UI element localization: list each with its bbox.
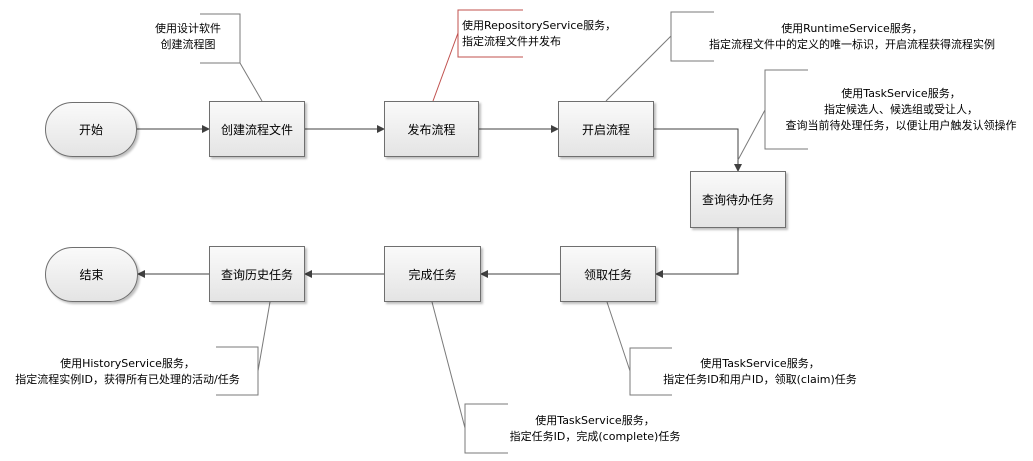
leader-runtime <box>605 35 672 102</box>
query-history-node: 查询历史任务 <box>209 246 305 302</box>
publish-node-label: 发布流程 <box>407 122 456 137</box>
bracket-task-complete <box>464 403 508 454</box>
note-task-claim: 使用TaskService服务， 指定任务ID和用户ID，领取(claim)任务 <box>640 356 880 388</box>
query-history-node-label: 查询历史任务 <box>220 267 293 282</box>
query-pending-node-label: 查询待办任务 <box>701 193 774 207</box>
leader-task-claim <box>606 301 631 372</box>
bracket-design-tool <box>200 13 241 64</box>
note-line: 指定流程文件并发布 <box>462 35 561 48</box>
create-file-node: 创建流程文件 <box>209 101 305 157</box>
start-process-node-label: 开启流程 <box>581 122 630 137</box>
publish-node: 发布流程 <box>384 101 479 157</box>
note-design-tool: 使用设计软件 创建流程图 <box>140 21 236 53</box>
create-file-node-label: 创建流程文件 <box>220 122 293 137</box>
note-line: 指定任务ID，完成(complete)任务 <box>509 430 681 443</box>
bracket-task-query <box>764 69 808 150</box>
note-runtime: 使用RuntimeService服务， 指定流程文件中的定义的唯一标识，开启流程… <box>674 21 1030 53</box>
note-line: 指定任务ID和用户ID，领取(claim)任务 <box>663 373 857 386</box>
query-pending-node: 查询待办任务 <box>690 171 786 228</box>
connector-query-to-claim <box>655 228 739 278</box>
bracket-task-claim <box>629 347 672 396</box>
complete-node-label: 完成任务 <box>408 267 457 282</box>
note-line: 使用RepositoryService服务， <box>462 19 617 32</box>
complete-node: 完成任务 <box>384 246 481 302</box>
leader-repository <box>432 32 459 102</box>
note-line: 使用TaskService服务， <box>700 357 820 370</box>
note-line: 指定流程文件中的定义的唯一标识，开启流程获得流程实例 <box>709 38 995 51</box>
note-history: 使用HistoryService服务， 指定流程实例ID，获得所有已处理的活动/… <box>0 356 255 388</box>
claim-node-label: 领取任务 <box>583 267 632 282</box>
note-line: 使用TaskService服务， <box>535 414 655 427</box>
note-line: 创建流程图 <box>160 38 216 51</box>
note-task-complete: 使用TaskService服务， 指定任务ID，完成(complete)任务 <box>485 413 705 445</box>
note-repository: 使用RepositoryService服务， 指定流程文件并发布 <box>462 18 616 50</box>
start-node: 开始 <box>45 102 137 157</box>
note-line: 使用设计软件 <box>155 22 221 35</box>
leader-task-complete <box>431 301 466 429</box>
claim-node: 领取任务 <box>560 246 656 302</box>
note-line: 使用TaskService服务， <box>841 87 961 100</box>
leader-history <box>257 301 271 372</box>
note-task-query: 使用TaskService服务， 指定候选人、候选组或受让人， 查询当前待处理任… <box>772 86 1030 134</box>
leader-task-query <box>737 109 766 161</box>
note-line: 使用RuntimeService服务， <box>781 22 923 35</box>
end-node-label: 结束 <box>79 268 104 282</box>
connector-start-process-to-query <box>654 128 742 172</box>
leader-design-tool <box>239 62 263 102</box>
end-node: 结束 <box>45 247 138 302</box>
note-line: 使用HistoryService服务， <box>60 357 195 370</box>
note-line: 指定流程实例ID，获得所有已处理的活动/任务 <box>15 373 240 386</box>
note-line: 查询当前待处理任务，以便让用户触发认领操作 <box>785 119 1017 132</box>
note-line: 指定候选人、候选组或受让人， <box>824 103 978 116</box>
start-process-node: 开启流程 <box>558 101 654 157</box>
start-node-label: 开始 <box>78 123 103 137</box>
